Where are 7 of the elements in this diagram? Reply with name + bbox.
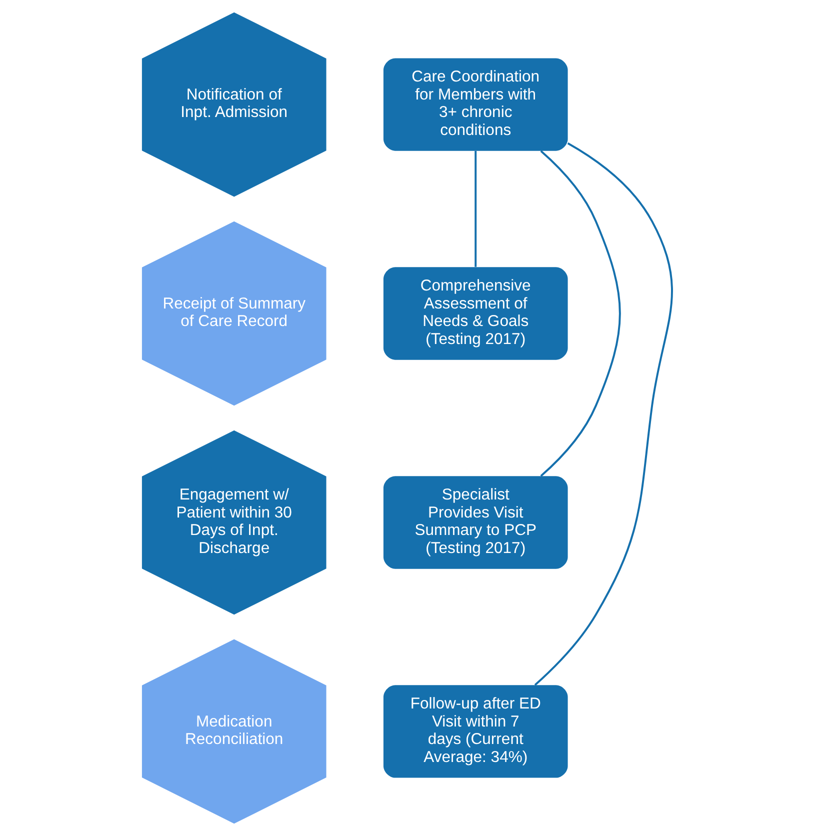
node-box: Follow-up after ED Visit within 7 days (Current Average: 34%)	[382, 685, 568, 778]
connector	[474, 150, 476, 267]
connector	[534, 142, 672, 686]
node-box: Comprehensive Assessment of Needs & Goals (Testing 2017)	[382, 267, 568, 360]
node-box: Care Coordination for Members with 3+ chronic conditions	[382, 58, 568, 151]
connector	[540, 150, 620, 477]
node-box: Specialist Provides Visit Summary to PCP (Testing 2017)	[382, 476, 568, 569]
